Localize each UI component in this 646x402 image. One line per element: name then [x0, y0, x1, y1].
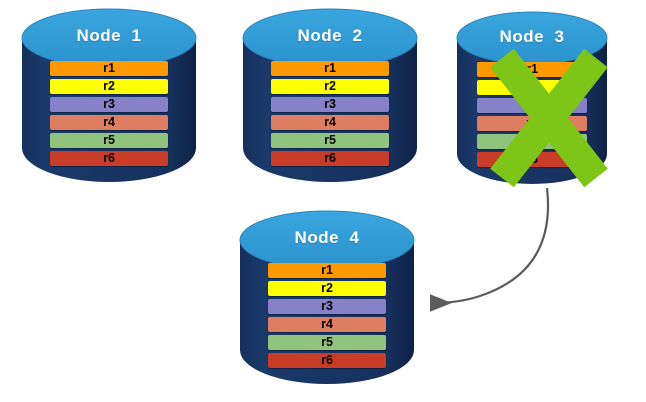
node-node1[interactable]: Node 1 r1 r2 r3 r4 r5 r6: [21, 8, 197, 184]
row-bar-r5[interactable]: r5: [50, 133, 168, 148]
row-bar-r2[interactable]: r2: [268, 281, 386, 296]
row-bar-r5[interactable]: r5: [477, 134, 587, 149]
row-bar-r6[interactable]: r6: [271, 151, 389, 166]
row-bar-r2[interactable]: r2: [50, 79, 168, 94]
row-bar-r1[interactable]: r1: [50, 61, 168, 76]
row-bar-r3[interactable]: r3: [50, 97, 168, 112]
row-bar-r6[interactable]: r6: [268, 353, 386, 368]
row-bar-r2[interactable]: r2: [271, 79, 389, 94]
row-bar-r1[interactable]: r1: [477, 62, 587, 77]
row-bar-r4[interactable]: r4: [268, 317, 386, 332]
node-node3[interactable]: Node 3 r1 r2 r3 r4 r5 r6: [456, 8, 608, 188]
row-stack-node2: r1 r2 r3 r4 r5 r6: [271, 61, 389, 166]
row-bar-r1[interactable]: r1: [271, 61, 389, 76]
node-node4[interactable]: Node 4 r1 r2 r3 r4 r5 r6: [239, 210, 415, 386]
row-bar-r3[interactable]: r3: [268, 299, 386, 314]
row-stack-node4: r1 r2 r3 r4 r5 r6: [268, 263, 386, 368]
row-stack-node3: r1 r2 r3 r4 r5 r6: [477, 62, 587, 167]
row-bar-r4[interactable]: r4: [477, 116, 587, 131]
row-bar-r1[interactable]: r1: [268, 263, 386, 278]
row-bar-r4[interactable]: r4: [271, 115, 389, 130]
row-bar-r3[interactable]: r3: [271, 97, 389, 112]
row-bar-r5[interactable]: r5: [271, 133, 389, 148]
row-bar-r6[interactable]: r6: [477, 152, 587, 167]
row-bar-r5[interactable]: r5: [268, 335, 386, 350]
row-stack-node1: r1 r2 r3 r4 r5 r6: [50, 61, 168, 166]
row-bar-r4[interactable]: r4: [50, 115, 168, 130]
row-bar-r6[interactable]: r6: [50, 151, 168, 166]
row-bar-r3[interactable]: r3: [477, 98, 587, 113]
row-bar-r2[interactable]: r2: [477, 80, 587, 95]
node-node2[interactable]: Node 2 r1 r2 r3 r4 r5 r6: [242, 8, 418, 184]
